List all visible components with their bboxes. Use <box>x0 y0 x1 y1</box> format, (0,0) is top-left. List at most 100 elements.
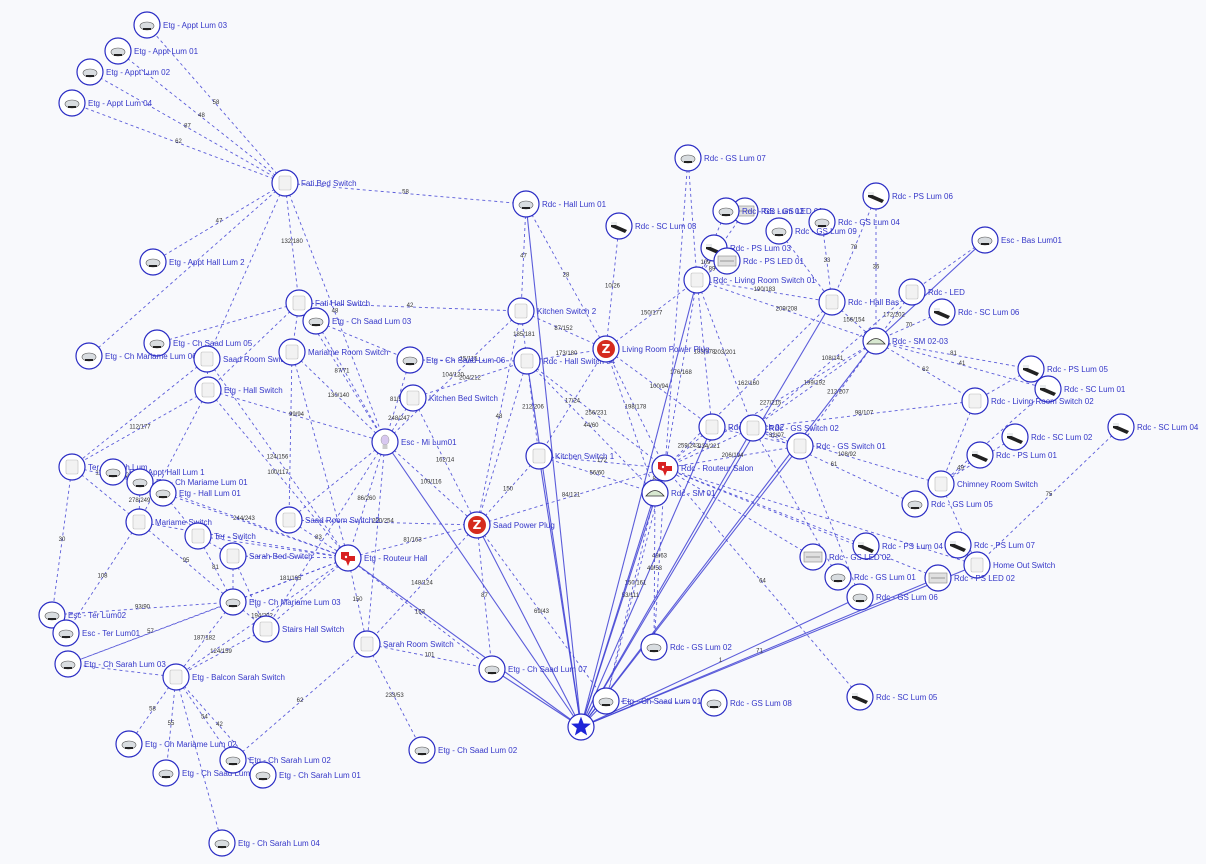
node-label: Etg - Ch Sarah Lum 01 <box>279 771 361 780</box>
device-node[interactable]: Etg - Routeur Hall <box>334 544 428 572</box>
device-node[interactable]: Rdc - GS Lum 09 <box>765 217 857 245</box>
device-node[interactable]: Rdc - PS Lum 07 <box>944 531 1035 559</box>
device-node[interactable]: Rdc - GS Lum 01 <box>824 563 916 591</box>
device-node[interactable]: Esc - Ter Lum01 <box>52 619 141 647</box>
device-node[interactable]: Rdc - GS Lum 08 <box>700 689 792 717</box>
link-quality-label: 198/178 <box>625 405 647 411</box>
device-node[interactable]: Rdc - Living Room Switch 02 <box>961 387 1094 415</box>
device-node[interactable]: Fati Bed Switch <box>271 169 357 197</box>
device-node[interactable]: Rdc - PS Lum 04 <box>852 532 943 560</box>
device-node[interactable]: Etg - Ch Saad Lum 05 <box>143 329 253 357</box>
device-node[interactable]: Ter - Switch <box>184 522 256 550</box>
device-node[interactable]: Rdc - PS Lum 06 <box>862 182 953 210</box>
device-node[interactable]: Rdc - GS Lum 02 <box>640 633 732 661</box>
device-node[interactable]: Etg - Appt Lum 02 <box>76 58 171 86</box>
wall-switch-icon <box>968 393 982 409</box>
device-node[interactable]: Esc - Mi Lum01 <box>371 428 457 456</box>
device-node[interactable]: Etg - Ch Saad Lum 07 <box>478 655 588 683</box>
device-node[interactable]: Etg - Hall Lum 01 <box>149 479 241 507</box>
device-node[interactable]: Rdc - GS LED 02 <box>799 543 891 571</box>
device-node[interactable]: Fati Hall Switch <box>285 289 370 317</box>
device-node[interactable]: Rdc - SC Lum 01 <box>1034 375 1126 403</box>
spot-icon <box>972 452 988 462</box>
device-node[interactable]: Rdc - SC Lum 03 <box>605 212 697 240</box>
device-node[interactable]: Etg - Ch Mariame Lum 03 <box>219 588 341 616</box>
device-node[interactable]: Etg - Ch Saad Lum 03 <box>302 307 412 335</box>
device-node[interactable]: Etg - Ch Saad Lum 01 <box>592 687 702 715</box>
device-node[interactable]: Rdc - GS Switch 02 <box>739 414 839 442</box>
device-node[interactable]: Rdc - LED <box>898 278 965 306</box>
device-node[interactable]: Rdc - SC Lum 06 <box>928 298 1020 326</box>
node-circle[interactable] <box>852 532 880 560</box>
device-node[interactable]: Esc - Ter Lum02 <box>38 601 127 629</box>
device-node[interactable]: Rdc - Hall Lum 01 <box>512 190 607 218</box>
device-node[interactable]: Esc - Bas Lum01 <box>971 226 1062 254</box>
device-node[interactable]: Etg - Ch Sarah Lum 03 <box>54 650 166 678</box>
device-node[interactable]: Sarah Bed Switch <box>219 542 313 570</box>
device-node[interactable]: Rdc - GS Switch 01 <box>786 432 886 460</box>
link-n5-n3 <box>89 71 286 184</box>
node-circle[interactable] <box>928 298 956 326</box>
device-node[interactable]: Etg - Appt Lum 03 <box>133 11 228 39</box>
device-node[interactable]: Rdc - Routeur Salon <box>651 454 753 482</box>
device-node[interactable]: Etg - Ch Saad Lum 04 <box>152 759 262 787</box>
device-node[interactable]: Etg - Hall Switch <box>194 376 283 404</box>
coordinator-node[interactable] <box>567 713 595 741</box>
device-node[interactable]: Etg - Ch Mariame Lum 02 <box>115 730 237 758</box>
device-node[interactable]: Etg - Ch Saad Lum 02 <box>408 736 518 764</box>
device-node[interactable]: Etg - Ch Sarah Lum 01 <box>249 761 361 789</box>
node-circle[interactable] <box>1017 355 1045 383</box>
device-node[interactable]: Rdc - GS Lum 07 <box>674 144 766 172</box>
device-node[interactable]: Etg - Appt Hall Lum 2 <box>139 248 245 276</box>
device-node[interactable]: Rdc - Living Room Switch 01 <box>683 266 816 294</box>
spot-icon <box>1023 366 1039 376</box>
device-node[interactable]: Etg - Appt Lum 04 <box>58 89 153 117</box>
node-circle[interactable] <box>944 531 972 559</box>
device-node[interactable]: Home Out Switch <box>963 551 1055 579</box>
device-node[interactable]: Rdc - PS LED 02 <box>924 564 1015 592</box>
device-node[interactable]: Sarah Room Switch <box>353 630 454 658</box>
device-node[interactable]: Rdc - SM 01 <box>641 479 716 507</box>
device-node[interactable]: Kitchen Switch 2 <box>507 297 597 325</box>
node-label: Etg - Ch Saad Lum 04 <box>182 769 262 778</box>
device-node[interactable]: Rdc - SC Lum 04 <box>1107 413 1199 441</box>
node-circle[interactable] <box>846 683 874 711</box>
device-node[interactable]: Etg - Ch Mariame Lum 01 <box>126 468 248 496</box>
device-node[interactable]: Rdc - GS Lum 04 <box>808 208 900 236</box>
node-circle[interactable] <box>1034 375 1062 403</box>
device-node[interactable]: Rdc - GS Lum 03 <box>712 197 804 225</box>
device-node[interactable]: Etg - Ch Sarah Lum 02 <box>219 746 331 774</box>
device-node[interactable]: Chimney Room Switch <box>927 470 1038 498</box>
device-node[interactable]: Rdc - PS LED 01 <box>713 247 804 275</box>
device-node[interactable]: Rdc - GS Lum 06 <box>846 583 938 611</box>
device-node[interactable]: Saad Room Switch 2 <box>275 506 380 534</box>
device-node[interactable]: Rdc - PS Lum 05 <box>1017 355 1108 383</box>
device-node[interactable]: Mariame Switch <box>125 508 212 536</box>
node-circle[interactable] <box>966 441 994 469</box>
node-circle[interactable] <box>862 182 890 210</box>
device-node[interactable]: Saad Room Switch <box>193 345 291 373</box>
device-node[interactable]: Rdc - SC Lum 02 <box>1001 423 1093 451</box>
device-node[interactable]: Etg - Ch Mariame Lum 06 <box>75 342 197 370</box>
node-circle[interactable] <box>1001 423 1029 451</box>
device-node[interactable]: Rdc - Hall Switch 04 <box>513 347 616 375</box>
device-node[interactable]: Kitchen Switch 1 <box>525 442 615 470</box>
device-node[interactable]: Etg - Ch Sarah Lum 04 <box>208 829 320 857</box>
node-circle[interactable] <box>1107 413 1135 441</box>
device-node[interactable]: Stairs Hall Switch <box>252 615 344 643</box>
device-node[interactable]: Rdc - Hall Bas <box>818 288 899 316</box>
device-node[interactable]: Mariame Room Switch <box>278 338 388 366</box>
device-node[interactable]: Rdc - SM 02-03 <box>862 327 949 355</box>
device-node[interactable]: Kitchen Bed Switch <box>399 384 498 412</box>
device-node[interactable]: Etg - Balcon Sarah Switch <box>162 663 285 691</box>
device-node[interactable]: Rdc - SC Lum 05 <box>846 683 938 711</box>
device-node[interactable]: Etg - Appt Lum 01 <box>104 37 199 65</box>
device-node[interactable]: Rdc - PS Lum 01 <box>966 441 1057 469</box>
device-node[interactable]: Rdc - GS Lum 05 <box>901 490 993 518</box>
device-node[interactable]: Etg - Ch Saad Lum 06 <box>396 346 506 374</box>
node-circle[interactable] <box>605 212 633 240</box>
device-node[interactable]: Etg - Appt Hall Lum 1 <box>99 458 205 486</box>
